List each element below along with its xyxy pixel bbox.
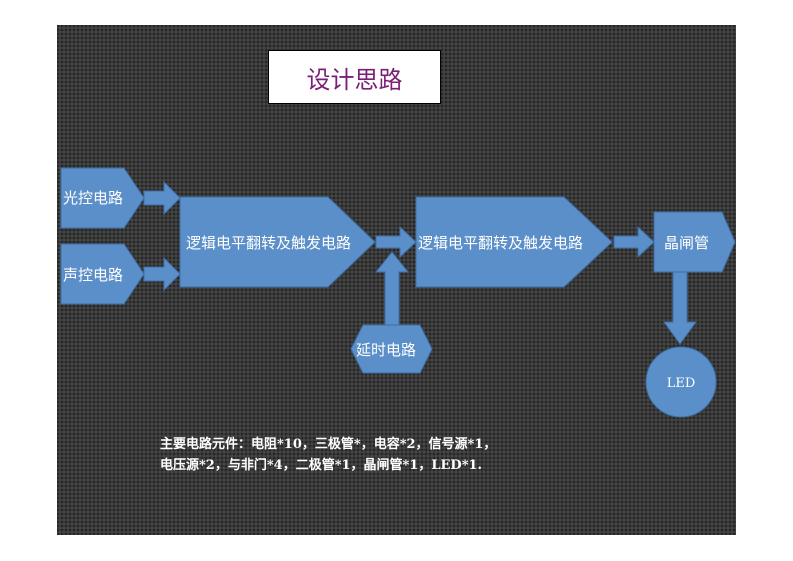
sound-control-label: 声控电路 bbox=[63, 266, 123, 284]
logic-trigger-block-1 bbox=[179, 196, 376, 288]
arrow-logic2-to-scr bbox=[613, 225, 655, 259]
title-box: 设计思路 bbox=[268, 50, 441, 104]
scr-label: 晶闸管 bbox=[664, 234, 709, 252]
light-control-block bbox=[60, 167, 145, 229]
arrow-logic1-to-logic2 bbox=[375, 225, 417, 259]
component-list-line-2: 电压源*2，与非门*4，二极管*1，晶闸管*1，LED*1. bbox=[160, 458, 483, 473]
light-control-label: 光控电路 bbox=[63, 189, 123, 207]
arrow-light-to-logic bbox=[143, 180, 181, 216]
led-label: LED bbox=[667, 376, 696, 391]
arrow-delay-up bbox=[374, 251, 410, 326]
logic-trigger-label-1: 逻辑电平翻转及触发电路 bbox=[186, 234, 351, 252]
led-circle bbox=[645, 346, 717, 418]
delay-block bbox=[350, 324, 433, 374]
logic-trigger-block-2 bbox=[415, 196, 613, 288]
logic-trigger-label-2: 逻辑电平翻转及触发电路 bbox=[418, 234, 583, 252]
component-list-line-1: 主要电路元件：电阻*10，三极管*，电容*2，信号源*1， bbox=[160, 437, 497, 452]
slide-title: 设计思路 bbox=[306, 65, 403, 94]
arrow-scr-to-led bbox=[663, 271, 697, 345]
sound-control-block bbox=[60, 243, 145, 305]
component-list: 主要电路元件：电阻*10，三极管*，电容*2，信号源*1， 电压源*2，与非门*… bbox=[160, 434, 600, 476]
arrow-sound-to-logic bbox=[143, 256, 181, 292]
delay-label: 延时电路 bbox=[356, 341, 416, 359]
scr-block bbox=[653, 211, 736, 273]
